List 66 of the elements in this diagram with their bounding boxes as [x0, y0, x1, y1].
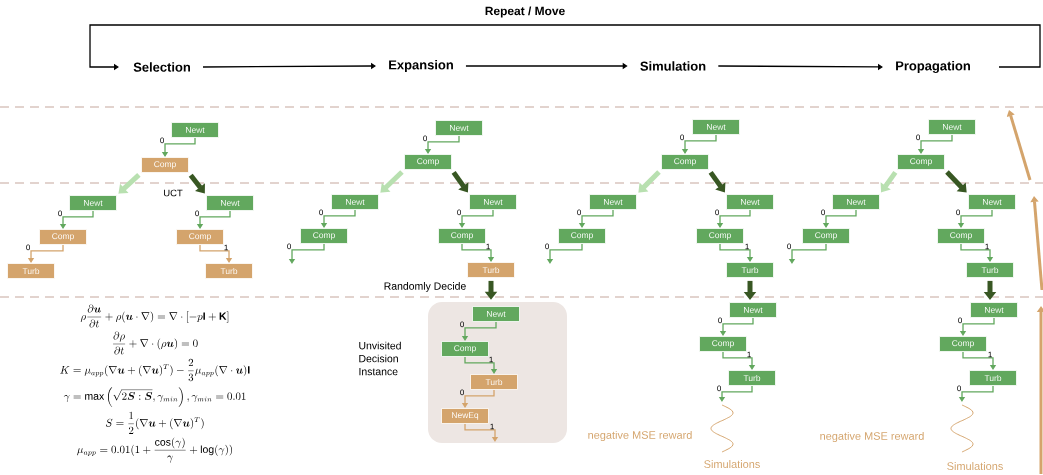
block-arrow [380, 170, 404, 193]
stage-heading: Expansion [389, 59, 453, 73]
equation: $\rho\frac{\partial\boldsymbol{u}}{\partial t}+\rho(\boldsymbol{u}\cdot\nabla)=\nabla\cdot[-p\mathbf{I}+\mathbf{K}]$ [80, 304, 229, 328]
edge-label: Randomly Decide [382, 281, 468, 293]
tree-node-box: Turb [205, 263, 253, 279]
block-arrow [451, 170, 469, 193]
tree-node-box: Newt [69, 195, 117, 211]
branch-arrow [464, 423, 499, 442]
tree-node-box: Comp [937, 228, 985, 244]
panel-heading: Unvisited Decision Instance [359, 341, 401, 376]
tree-node-box: Turb [969, 370, 1017, 386]
annotation-text: negative MSE reward [820, 431, 924, 443]
tree-node-box: Newt [171, 122, 219, 138]
block-arrow [945, 170, 967, 193]
block-arrow [118, 173, 141, 194]
tree-node-box: Newt [472, 306, 520, 322]
equation: $\mu_{app}=0.01(1+\frac{\cos(\gamma)}{\gamma}+\log(\gamma))$ [77, 437, 233, 463]
tree-node-box: Newt [469, 194, 517, 210]
annotation-text: Simulations [704, 459, 760, 468]
annotation-text: UCT [164, 189, 183, 197]
block-arrow [708, 170, 726, 193]
tree-node-box: Comp [39, 229, 87, 245]
tree-node-box: Newt [692, 119, 740, 135]
tree-node-box: Newt [589, 194, 637, 210]
tree-node-box: Turb [467, 262, 515, 278]
tree-node-box: Comp [558, 228, 606, 244]
equation: $\gamma=\max\left(\sqrt{2\boldsymbol{S}:\boldsymbol{S}},\gamma_{min}\right),\gamma_{min}=0.01$ [63, 387, 246, 407]
equation: $S=\frac{1}{2}(\nabla\boldsymbol{u}+(\nabla\boldsymbol{u})^T)$ [105, 411, 204, 434]
annotation-text: Simulations [947, 461, 1003, 470]
equation: $K=\mu_{app}(\nabla\boldsymbol{u}+(\nabla\boldsymbol{u})^T)-\frac{2}{3}\mu_{app}(\nabla\cdot\boldsymbol{u})\mathbf{I}$ [60, 358, 250, 382]
tree-node-box: Turb [966, 262, 1014, 278]
tree-node-box: Turb [726, 262, 774, 278]
tree-node-box: Turb [7, 263, 55, 279]
tree-node-box: Newt [928, 119, 976, 135]
tree-node-box: Turb [470, 374, 518, 390]
tree-node-box: Newt [331, 194, 379, 210]
annotation-text: negative MSE reward [588, 430, 692, 442]
tree-node-box: Comp [802, 228, 850, 244]
tree-node-box: Newt [970, 302, 1018, 318]
tree-node-box: Newt [435, 120, 483, 136]
tree-node-box: Comp [300, 228, 348, 244]
tree-node-box: Newt [206, 195, 254, 211]
tree-node-box: Comp [897, 154, 945, 170]
tree-node-box: Newt [729, 302, 777, 318]
tree-node-box: Newt [726, 194, 774, 210]
tree-node-box: Comp [438, 228, 486, 244]
tree-node-box: Comp [661, 154, 709, 170]
equation: $\frac{\partial\rho}{\partial t}+\nabla\cdot(\rho\boldsymbol{u})=0$ [113, 331, 198, 355]
tree-node-box: Comp [176, 229, 224, 245]
stage-heading: Propagation [896, 60, 970, 74]
tree-node-box: NewEq [441, 408, 489, 424]
tree-node-box: Comp [441, 341, 489, 357]
tree-node-box: Newt [832, 194, 880, 210]
tree-node-box: Turb [728, 370, 776, 386]
tree-node-box: Comp [404, 154, 452, 170]
stage-heading: Simulation [640, 61, 706, 71]
stage-heading: Selection [133, 62, 190, 72]
tree-node-box: Comp [696, 228, 744, 244]
tree-node-box: Newt [968, 194, 1016, 210]
tree-node-box: Comp [939, 336, 987, 352]
tree-node-box: Comp [141, 157, 189, 173]
block-arrow [880, 170, 898, 193]
block-arrow [188, 173, 205, 194]
tree-node-box: Comp [699, 336, 747, 352]
edge-label: Repeat / Move [483, 5, 567, 19]
block-arrow [638, 170, 661, 193]
